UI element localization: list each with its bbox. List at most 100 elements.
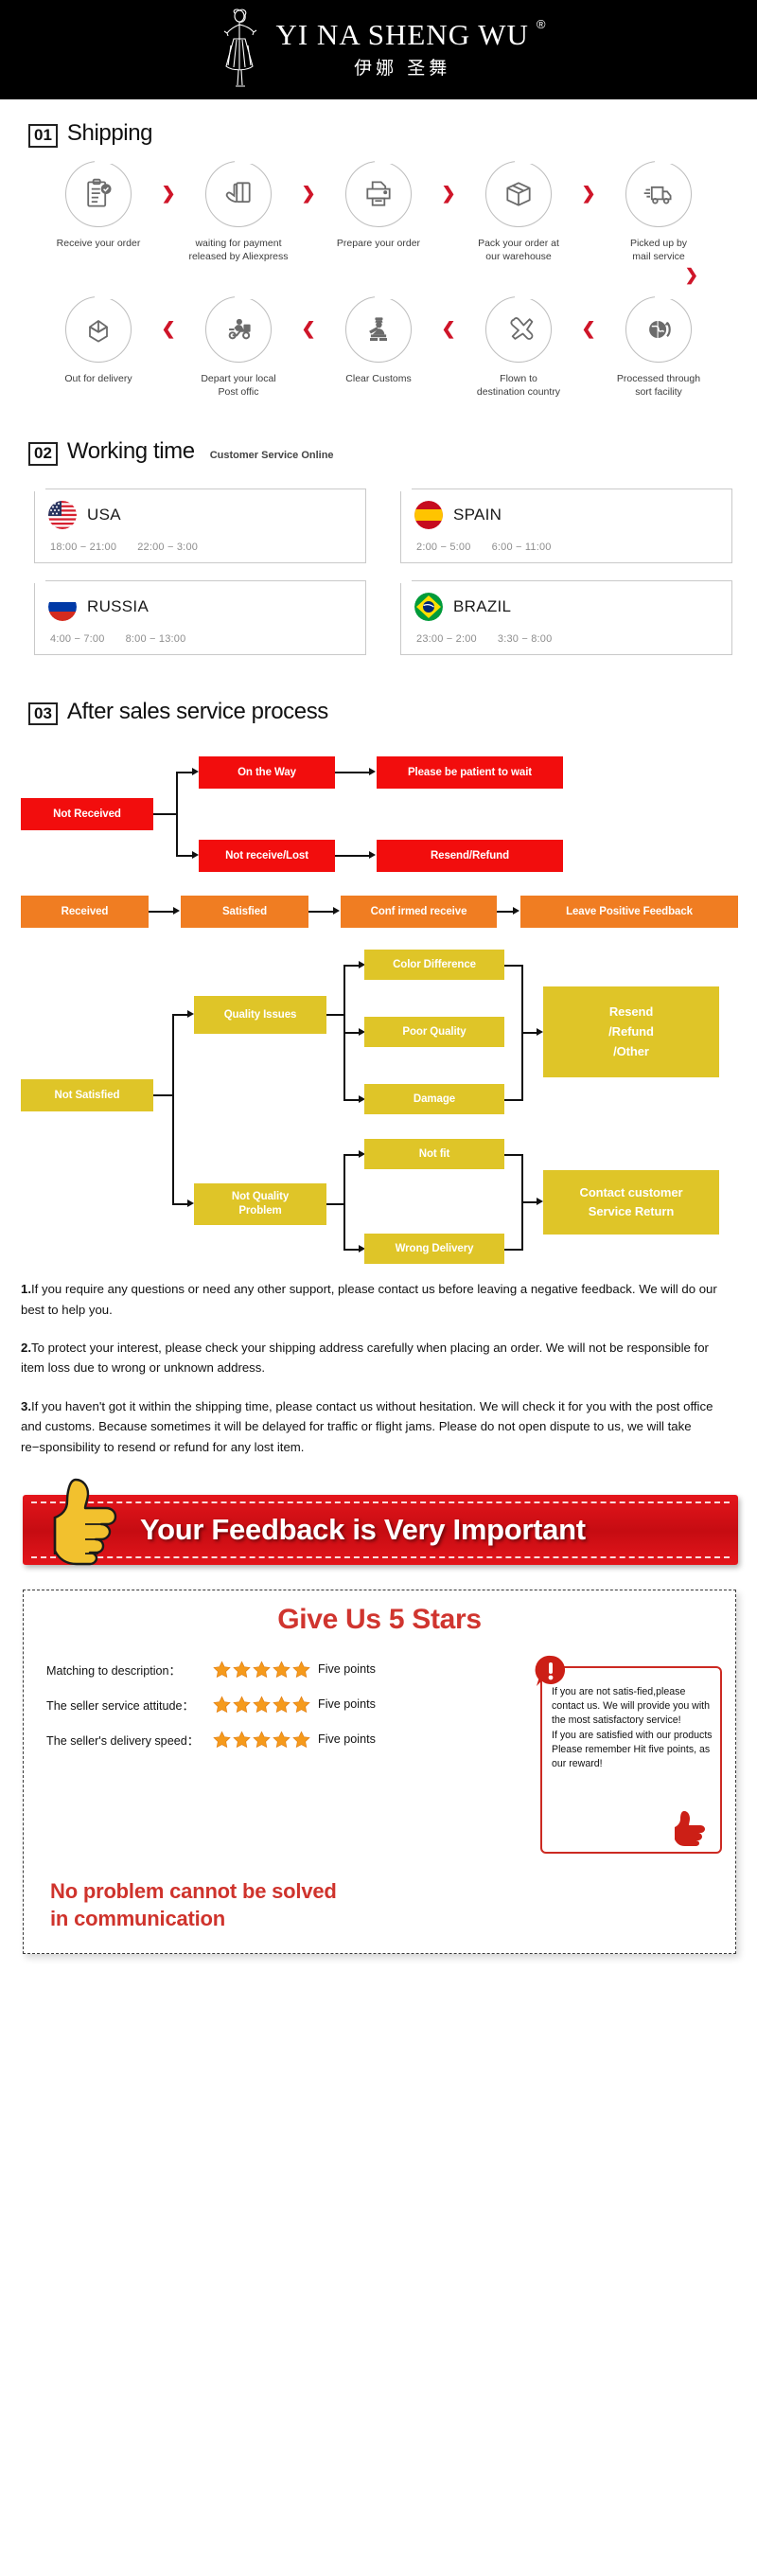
note-item: 1.If you require any questions or need a… xyxy=(21,1279,732,1320)
step-label: Prepare your order xyxy=(336,237,421,249)
shipping-step: Pack your order at our warehouse xyxy=(459,160,578,263)
hours-row: 23:00 − 2:00 3:30 − 8:00 xyxy=(414,633,718,645)
star-icon xyxy=(233,1661,251,1679)
shipping-step: waiting for payment released by Aliexpre… xyxy=(179,160,298,263)
country-hours-card: USA 18:00 − 21:00 22:00 − 3:00 xyxy=(34,488,366,563)
arrow-forward-icon: ❯ xyxy=(161,184,176,204)
arrow-head-icon xyxy=(192,768,199,776)
flow-node-not-quality-problem: Not Quality Problem xyxy=(194,1183,326,1226)
flow-node-not-satisfied: Not Satisfied xyxy=(21,1079,153,1112)
connector xyxy=(521,1032,537,1035)
shipping-section-number: 01 xyxy=(28,124,58,148)
arrow-back-icon: ❮ xyxy=(581,319,596,339)
country-name: RUSSIA xyxy=(87,596,150,615)
brand-lockup: YI NA SHENG WU 伊娜 圣舞 ® xyxy=(211,8,546,93)
site-header: YI NA SHENG WU 伊娜 圣舞 ® xyxy=(0,0,757,99)
arrow-head-icon xyxy=(359,961,365,969)
rating-rows: Matching to description： Five points The… xyxy=(37,1643,531,1854)
rating-label: The seller's delivery speed： xyxy=(46,1733,200,1748)
stars-panel-title: Give Us 5 Stars xyxy=(277,1603,482,1635)
star-icon xyxy=(273,1661,290,1679)
exclamation-bubble-icon xyxy=(535,1655,566,1686)
connector xyxy=(504,1249,523,1252)
shipping-heading: 01 Shipping xyxy=(0,120,757,148)
flow-node-satisfied: Satisfied xyxy=(181,896,308,929)
warning-text: If you are not satis-fied,please contact… xyxy=(552,1685,713,1770)
shipping-step: Flown to destination country xyxy=(459,295,578,399)
hours-slot: 3:30 − 8:00 xyxy=(497,632,553,645)
dancing-woman-icon xyxy=(224,8,257,87)
footer-slogan-line-1: No problem cannot be solved xyxy=(50,1878,337,1903)
step-label: waiting for payment released by Aliexpre… xyxy=(188,237,289,262)
step-circle xyxy=(625,295,692,363)
flow-node-poor-quality: Poor Quality xyxy=(364,1017,504,1048)
note-item: 2.To protect your interest, please check… xyxy=(21,1338,732,1378)
connector xyxy=(335,772,369,774)
stars-panel: Give Us 5 Stars Matching to description：… xyxy=(23,1589,736,1955)
arrow-back-icon: ❮ xyxy=(441,319,456,339)
step-label: Pack your order at our warehouse xyxy=(478,237,559,262)
step-circle xyxy=(625,160,692,227)
step-circle xyxy=(345,160,412,227)
page-root: YI NA SHENG WU 伊娜 圣舞 ® 01 Shipping xyxy=(0,0,757,1955)
working-time-section-number: 02 xyxy=(28,442,58,466)
working-time-heading: 02 Working time Customer Service Online xyxy=(0,438,757,466)
hours-row: 4:00 − 7:00 8:00 − 13:00 xyxy=(48,633,352,645)
shipping-step: Out for delivery xyxy=(39,295,158,385)
flow-node-not-received: Not Received xyxy=(21,798,153,831)
registered-trademark-icon: ® xyxy=(536,16,546,31)
arrow-back-icon: ❮ xyxy=(161,319,176,339)
connector xyxy=(497,911,513,914)
connector xyxy=(343,1154,345,1252)
step-circle xyxy=(65,160,132,227)
rating-row: The seller service attitude： Five points xyxy=(46,1696,531,1714)
note-number: 2. xyxy=(21,1341,31,1356)
rating-row: Matching to description： Five points xyxy=(46,1661,531,1679)
rating-points: Five points xyxy=(318,1732,376,1747)
connector xyxy=(176,772,192,774)
after-sales-section-number: 03 xyxy=(28,702,58,726)
red-flowchart: Not Received On the Way Please be patien… xyxy=(0,748,757,880)
rating-label: The seller service attitude： xyxy=(46,1698,195,1713)
rating-points: Five points xyxy=(318,1662,376,1677)
flow-node-not-fit: Not fit xyxy=(364,1139,504,1170)
arrow-down-icon: ❯ xyxy=(684,265,698,284)
printer-icon xyxy=(366,181,391,206)
step-label: Processed through sort facility xyxy=(616,372,701,399)
star-icon xyxy=(213,1661,231,1679)
connector xyxy=(335,855,369,858)
arrow-head-icon xyxy=(537,1198,543,1206)
note-text: If you haven't got it within the shippin… xyxy=(21,1398,713,1454)
feedback-banner-wrap: Your Feedback is Very Important xyxy=(23,1478,738,1571)
star-icon xyxy=(253,1696,271,1714)
star-set xyxy=(213,1661,310,1679)
arrow-back-icon: ❮ xyxy=(301,319,316,339)
flag-spain-icon xyxy=(414,500,443,529)
country-name: USA xyxy=(87,505,121,524)
star-icon xyxy=(292,1731,310,1749)
star-icon xyxy=(213,1696,231,1714)
shipping-step: Depart your local Post offic xyxy=(179,295,298,399)
step-circle xyxy=(205,295,272,363)
step-label: Receive your order xyxy=(56,237,141,249)
orange-flowchart: Received Satisfied Conf irmed receive Le… xyxy=(0,890,757,937)
thumbs-up-icon xyxy=(53,1478,117,1566)
arrow-head-icon xyxy=(359,1245,365,1253)
step-circle xyxy=(65,295,132,363)
flow-node-damage: Damage xyxy=(364,1084,504,1115)
connector xyxy=(343,1154,359,1157)
flow-node-wrong-delivery: Wrong Delivery xyxy=(364,1234,504,1265)
step-circle xyxy=(485,160,552,227)
connector xyxy=(326,1014,345,1017)
flag-usa-icon xyxy=(48,500,77,529)
working-time-section: 02 Working time Customer Service Online xyxy=(0,399,757,655)
flow-turn-row: ❯ xyxy=(0,267,757,283)
rating-row: The seller's delivery speed： Five points xyxy=(46,1731,531,1749)
star-set xyxy=(213,1696,310,1714)
yellow-flowchart: Not Satisfied Quality Issues Color Diffe… xyxy=(0,947,757,1265)
arrow-head-icon xyxy=(537,1028,543,1037)
rating-points: Five points xyxy=(318,1697,376,1712)
flow-node-received: Received xyxy=(21,896,149,929)
shipping-step: Picked up by mail service xyxy=(599,160,718,263)
shipping-step: Prepare your order xyxy=(319,160,438,250)
